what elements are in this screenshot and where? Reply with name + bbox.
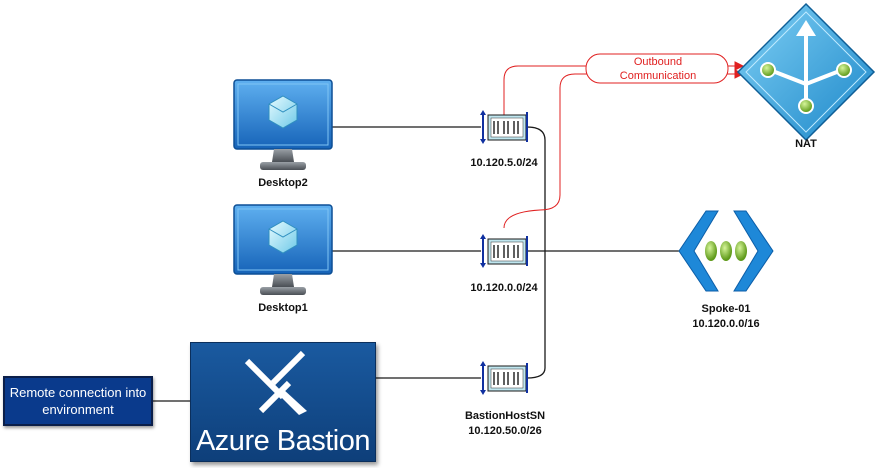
desktop2-monitor-icon (233, 79, 333, 170)
subnet-b-label: 10.120.0.0/24 (470, 282, 538, 294)
desktop2-label: Desktop2 (258, 177, 308, 189)
subnet-a-icon (480, 110, 528, 144)
trunk-line (526, 126, 546, 379)
desktop1-monitor-icon (233, 204, 333, 295)
spoke-vnet-icon (678, 210, 774, 292)
subnet-c-name-label: BastionHostSN (464, 410, 546, 422)
connection-lines (153, 126, 680, 402)
outbound-callout-line2: Communication (619, 70, 697, 82)
remote-connection-label: Remote connection into environment (9, 385, 147, 417)
outbound-lines (503, 53, 745, 229)
azure-bastion-tile: Azure Bastion (190, 342, 376, 462)
nat-label: NAT (795, 138, 817, 150)
nat-gateway-icon (736, 2, 876, 142)
outbound-callout: Outbound Communication (588, 55, 728, 83)
arrowhead-a (734, 61, 745, 71)
bastion-title: Azure Bastion (195, 425, 371, 457)
desktop1-label: Desktop1 (258, 302, 308, 314)
outbound-callout-box (585, 53, 729, 84)
outbound-line-a (503, 65, 735, 115)
subnet-a-label: 10.120.5.0/24 (470, 157, 538, 169)
spoke-name-label: Spoke-01 (701, 303, 751, 315)
spoke-cidr-label: 10.120.0.0/16 (692, 318, 760, 330)
subnet-b-icon (480, 234, 528, 268)
bastion-logo-icon (244, 350, 307, 415)
remote-connection-box: Remote connection into environment (3, 376, 153, 426)
subnet-c-cidr-label: 10.120.50.0/26 (468, 425, 542, 437)
outbound-callout-line1: Outbound (633, 56, 683, 68)
subnet-c-icon (480, 361, 528, 395)
outbound-line-b (503, 73, 735, 229)
